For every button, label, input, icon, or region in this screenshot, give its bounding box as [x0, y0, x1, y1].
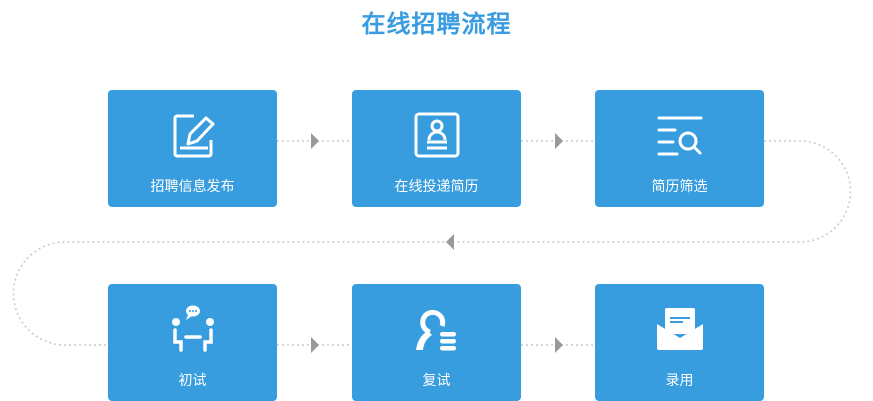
step-publish[interactable]: 招聘信息发布 — [108, 90, 277, 207]
page-title: 在线招聘流程 — [361, 10, 512, 38]
arrow-right-icon — [311, 133, 319, 149]
step-label: 初试 — [178, 373, 207, 389]
search-list-icon — [657, 116, 702, 156]
arrow-left-icon — [446, 234, 454, 250]
step-submit-resume[interactable]: 在线投递简历 — [352, 90, 521, 207]
step-first-interview[interactable]: 初试 — [108, 284, 277, 401]
step-label: 简历筛选 — [651, 179, 708, 195]
step-screen-resume[interactable]: 简历筛选 — [595, 90, 764, 207]
edit-icon — [173, 114, 214, 158]
step-label: 招聘信息发布 — [150, 179, 235, 195]
user-list-icon — [415, 309, 456, 351]
arrow-right-icon — [555, 133, 563, 149]
step-label: 录用 — [665, 373, 694, 389]
resume-icon — [414, 112, 459, 158]
step-label: 在线投递简历 — [394, 179, 479, 195]
envelope-icon — [656, 308, 703, 350]
step-label: 复试 — [422, 373, 451, 389]
step-hire[interactable]: 录用 — [595, 284, 764, 401]
step-second-interview[interactable]: 复试 — [352, 284, 521, 401]
arrow-right-icon — [311, 337, 319, 353]
arrow-right-icon — [555, 337, 563, 353]
interview-icon — [171, 305, 214, 352]
